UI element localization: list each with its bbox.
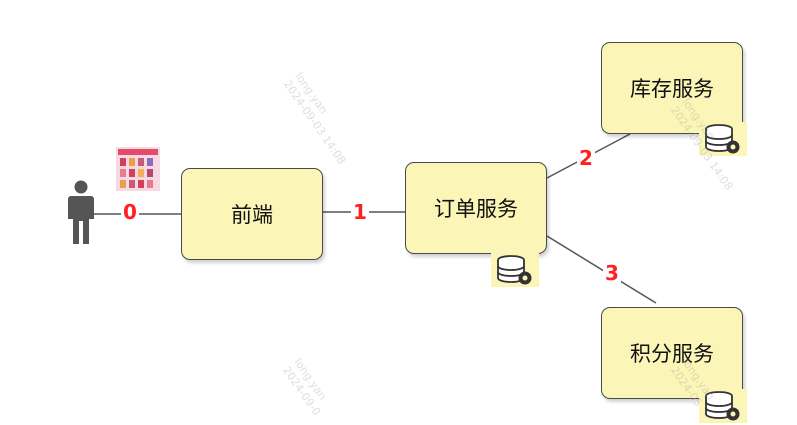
node-inventory-service-label: 库存服务 xyxy=(630,77,714,101)
node-order-service[interactable]: 订单服务 xyxy=(405,162,547,254)
points-database-icon xyxy=(699,389,747,423)
edge-label-1: 1 xyxy=(351,200,369,224)
node-points-service-label: 积分服务 xyxy=(630,342,714,366)
order-database-icon xyxy=(491,253,539,287)
edge-label-2: 2 xyxy=(577,146,595,170)
node-inventory-service[interactable]: 库存服务 xyxy=(601,42,743,134)
edge-order-points xyxy=(546,235,657,304)
person-icon xyxy=(68,180,94,244)
node-order-service-label: 订单服务 xyxy=(434,197,518,221)
node-frontend[interactable]: 前端 xyxy=(181,168,323,260)
edge-label-0: 0 xyxy=(121,200,139,224)
node-points-service[interactable]: 积分服务 xyxy=(601,307,743,399)
inventory-database-icon xyxy=(699,122,747,156)
node-frontend-label: 前端 xyxy=(231,203,273,227)
edge-label-3: 3 xyxy=(603,261,621,285)
menu-thumbnail-icon xyxy=(116,147,160,191)
